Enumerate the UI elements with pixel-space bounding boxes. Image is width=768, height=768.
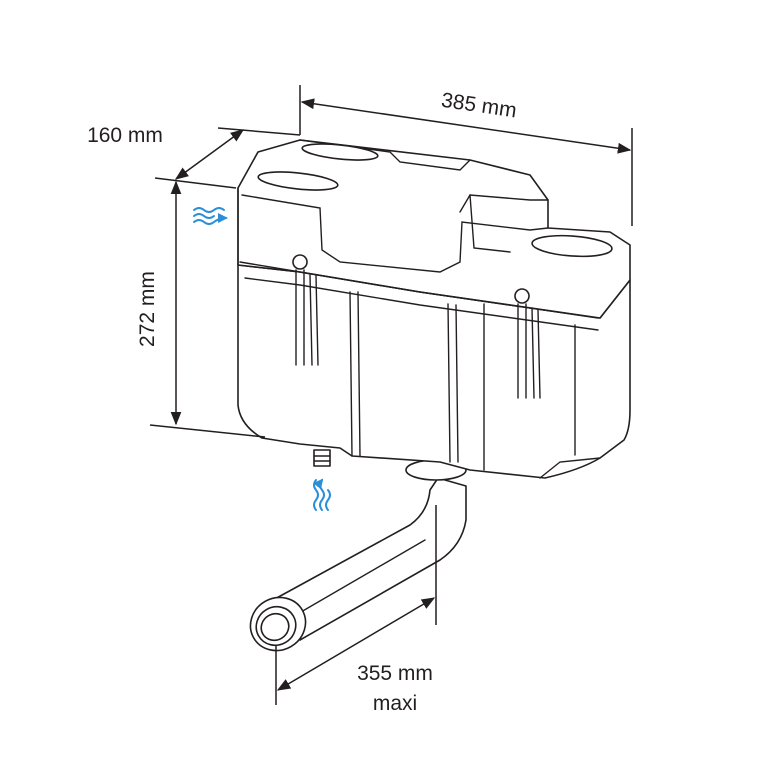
pipe-length-label: 355 mm bbox=[357, 662, 433, 685]
water-inflow-arrow-side bbox=[193, 207, 228, 225]
pipe-length-note: maxi bbox=[373, 692, 417, 715]
dimension-height: 272 mm bbox=[136, 180, 266, 438]
cistern-body bbox=[237, 139, 631, 479]
outlet-pipe bbox=[249, 459, 467, 652]
depth-label: 160 mm bbox=[87, 124, 163, 147]
height-label: 272 mm bbox=[136, 271, 159, 347]
dimension-pipe-length: 355 mm maxi bbox=[275, 505, 437, 715]
strap-left bbox=[292, 254, 319, 366]
dimension-depth: 160 mm bbox=[87, 124, 301, 189]
inlet-connector bbox=[313, 449, 331, 467]
width-label: 385 mm bbox=[440, 89, 518, 123]
strap-right bbox=[514, 288, 541, 399]
water-inflow-arrow-bottom bbox=[313, 478, 331, 511]
